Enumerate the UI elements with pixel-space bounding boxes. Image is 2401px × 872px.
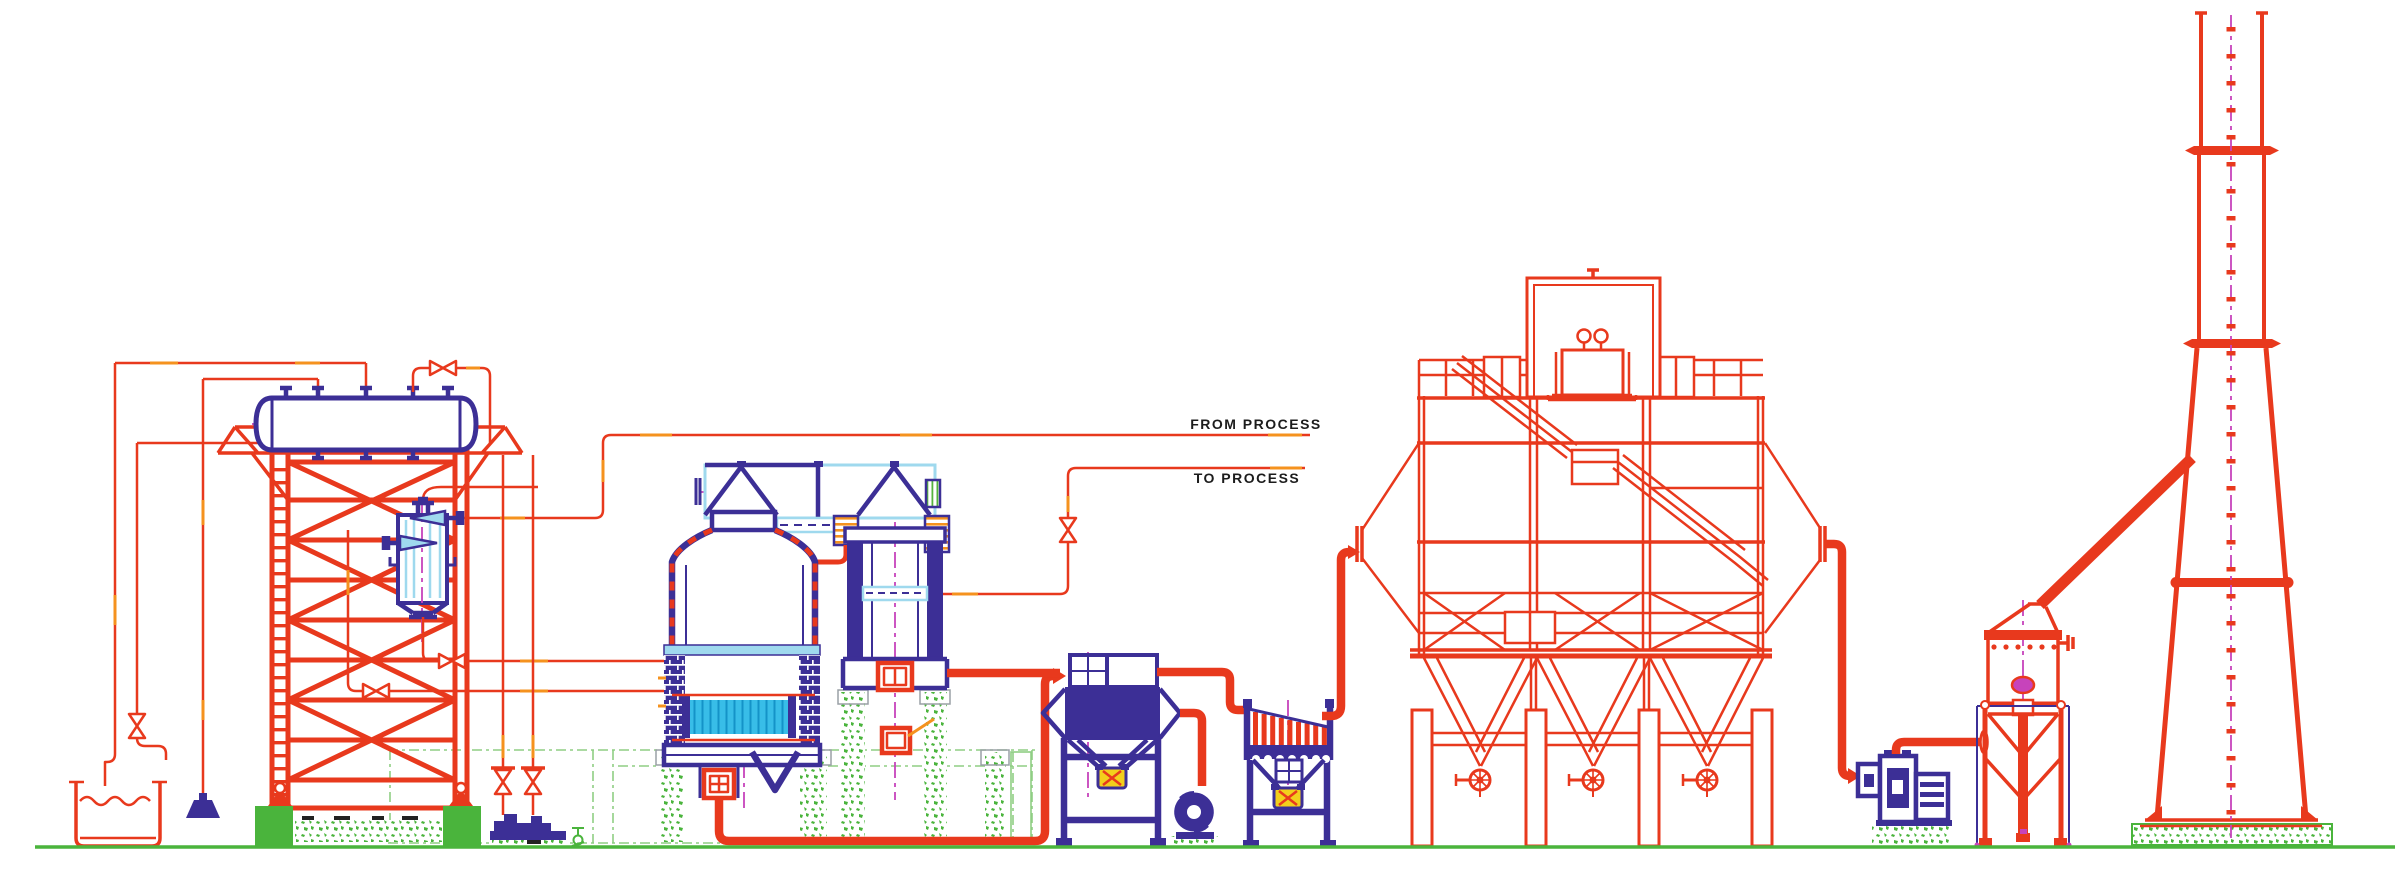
tower-ladder bbox=[272, 460, 290, 805]
stack-riser-duct bbox=[2036, 454, 2196, 609]
esp-staircase bbox=[1451, 355, 1769, 587]
drum-relief-line bbox=[411, 359, 492, 445]
collector-body bbox=[1065, 687, 1160, 740]
separator-vessel bbox=[381, 433, 1310, 642]
chimney-stack bbox=[2140, 11, 2322, 838]
pipe-stand-pedestal bbox=[186, 793, 220, 818]
scrubber-tower bbox=[1974, 454, 2196, 848]
to-process-label: TO PROCESS bbox=[1194, 470, 1301, 486]
furnace-wall-left bbox=[664, 655, 685, 745]
electrostatic-precipitator bbox=[1355, 268, 1861, 848]
esp-outlet-duct bbox=[1826, 539, 1851, 781]
ash-pipe bbox=[714, 671, 1054, 846]
vessel-bottom-nozzle bbox=[396, 601, 449, 620]
burner-box-1 bbox=[701, 767, 737, 801]
cyclone-tubes bbox=[1248, 707, 1329, 745]
dosing-pump bbox=[490, 455, 585, 847]
support-tower bbox=[216, 425, 524, 848]
esp-inlet-duct bbox=[1322, 547, 1354, 721]
esp-hoppers bbox=[1422, 655, 1765, 799]
multiclone bbox=[1243, 545, 1360, 847]
transformer-rectifier bbox=[1546, 328, 1638, 402]
collector-top-box-2 bbox=[1105, 653, 1159, 689]
manhole bbox=[2010, 675, 2036, 695]
process-tie-ins: FROM PROCESS TO PROCESS bbox=[943, 416, 1322, 596]
furnace-wall-right bbox=[799, 655, 820, 745]
water-basin bbox=[69, 780, 167, 848]
esp-columns bbox=[1410, 708, 1774, 848]
furnace-2 bbox=[840, 526, 950, 756]
ground-dark-dashes bbox=[302, 816, 541, 844]
fan-discharge-duct bbox=[1891, 737, 1980, 755]
id-fan bbox=[1855, 729, 1989, 826]
water-level-line bbox=[79, 795, 151, 807]
to-process-pipe bbox=[943, 542, 1070, 596]
tower-footings bbox=[255, 781, 481, 848]
burner-box-3 bbox=[879, 717, 935, 756]
furnace-1 bbox=[658, 509, 823, 801]
ash-fan bbox=[1171, 789, 1217, 839]
left-piping bbox=[103, 361, 368, 818]
drum-shell bbox=[253, 395, 479, 453]
burner-box-2 bbox=[875, 660, 915, 693]
furnace-boiler-unit bbox=[658, 461, 1066, 846]
collector-outlet-duct bbox=[1157, 667, 1247, 715]
foundation-piers bbox=[295, 689, 2333, 847]
fan-suction-pipe bbox=[1180, 708, 1207, 786]
steam-drum bbox=[252, 359, 492, 461]
vessel-top-nozzle bbox=[412, 496, 434, 515]
green-valve-symbol bbox=[571, 827, 585, 847]
chimney-centerline-ticks bbox=[2226, 22, 2236, 818]
dust-collector bbox=[1040, 652, 1247, 846]
vessel-side-nozzles bbox=[381, 509, 465, 567]
from-process-label: FROM PROCESS bbox=[1190, 416, 1322, 432]
